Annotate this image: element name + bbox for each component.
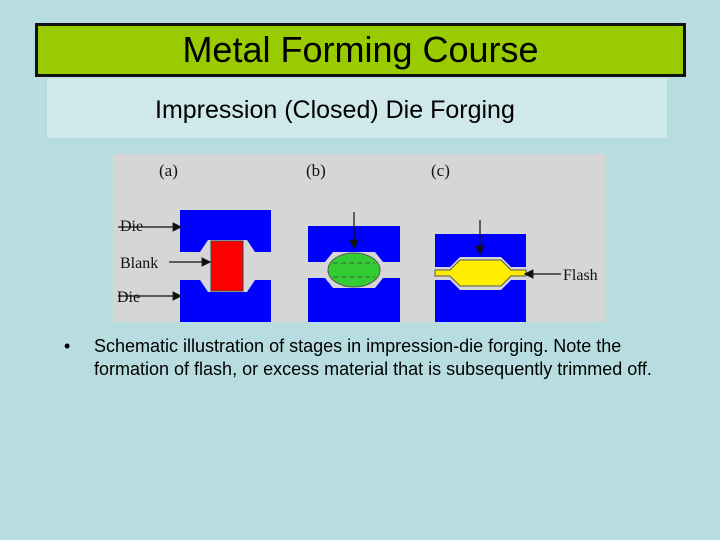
bottom-die-a (180, 280, 271, 322)
forging-b (327, 252, 381, 288)
blank-label: Blank (120, 255, 158, 272)
stage-label-c: (c) (431, 161, 450, 180)
bottom-die-c (435, 280, 526, 322)
stage-label-a: (a) (159, 161, 178, 180)
flash-label: Flash (563, 267, 598, 284)
stage-c: Flash (434, 220, 598, 322)
blank (210, 240, 244, 292)
slide-title-bar: Metal Forming Course (35, 23, 686, 77)
stage-label-b: (b) (306, 161, 326, 180)
bullet-marker: • (64, 336, 71, 356)
die-bottom-label: Die (117, 289, 140, 306)
top-die-a (180, 210, 271, 252)
bullet-text: Schematic illustration of stages in impr… (94, 336, 652, 379)
die-top-label: Die (120, 218, 143, 235)
slide-subtitle: Impression (Closed) Die Forging (155, 96, 515, 124)
forging-diagram: (a) (b) (c) Die Blank Die (117, 161, 598, 322)
slide-title: Metal Forming Course (182, 29, 539, 70)
subtitle-box: Impression (Closed) Die Forging (47, 78, 667, 138)
stage-a: Die Blank Die (117, 210, 271, 322)
bottom-die-b (308, 278, 400, 322)
forging-figure: (a) (b) (c) Die Blank Die (113, 154, 605, 322)
stage-b (308, 212, 400, 322)
